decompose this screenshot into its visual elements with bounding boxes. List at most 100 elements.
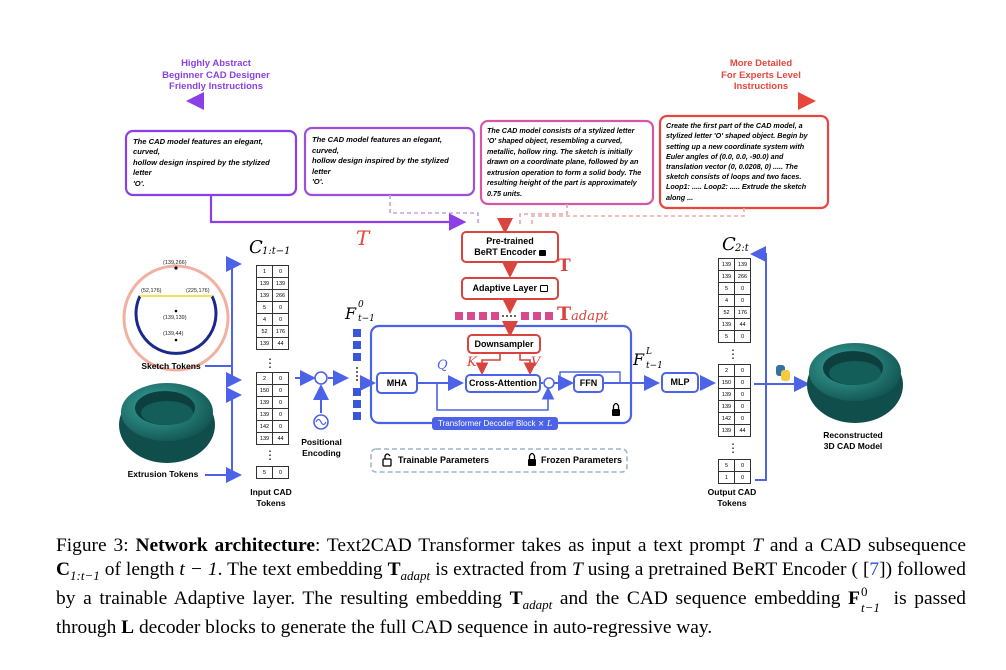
token-cell: 0	[734, 294, 751, 307]
token-cell: 150	[256, 384, 273, 397]
token-cell: 4	[256, 313, 273, 326]
top-right-line-1: More Detailed	[729, 58, 793, 69]
token-cell: 139	[256, 408, 273, 421]
prompt-2-line: The CAD model features an elegant, curve…	[312, 135, 442, 155]
token-cell: 2	[718, 364, 735, 377]
token-cell: 5	[256, 466, 273, 479]
input-tokens-line-2: Tokens	[256, 498, 286, 508]
output-sequence-subscript: 2:t	[735, 243, 749, 254]
adaptive-unlock-icon	[539, 285, 548, 292]
caption-citation-link[interactable]: 7	[869, 558, 880, 580]
token-cell: 139	[718, 424, 735, 437]
input-tokens-label: Input CAD Tokens	[241, 487, 301, 509]
token-cell: 266	[734, 270, 751, 283]
top-left-line-2: Beginner CAD Designer	[162, 69, 270, 81]
kv-arrows	[475, 354, 537, 376]
output-tokens-line-2: Tokens	[717, 498, 747, 508]
output-tokens-label: Output CAD Tokens	[703, 487, 761, 509]
caption-math-sub: adapt	[400, 567, 431, 583]
top-left-line-3: Friendly Instructions	[169, 81, 263, 92]
residual-add-node	[543, 377, 555, 389]
prompt-1-line: 'O'.	[133, 178, 145, 188]
positional-encoding-label: Positional Encoding	[294, 437, 349, 459]
prompt-3-line: drawn on a coordinate plane, followed by…	[487, 157, 639, 167]
output-vdots-1: ⋮	[727, 347, 739, 361]
token-cell: 139	[256, 396, 273, 409]
token-cell: 0	[734, 282, 751, 295]
mlp-label: MLP	[670, 377, 690, 387]
sketch-tokens-label: Sketch Tokens	[141, 361, 201, 371]
f0-subscript: t−1	[358, 314, 375, 324]
fl-subscript: t−1	[646, 361, 663, 371]
token-cell: 0	[272, 396, 289, 409]
token-cell: 139	[256, 432, 273, 445]
decoder-block-label: Transformer Decoder Block × L	[432, 417, 559, 430]
prompt-4-line: along ...	[666, 192, 694, 202]
prompt-3-line: extrusion operation to form a solid body…	[487, 167, 642, 177]
top-right-label: More Detailed For Experts Level Instruct…	[702, 58, 820, 93]
caption-math: L	[121, 617, 135, 639]
caption-text: decoder blocks to generate the full CAD …	[134, 617, 713, 639]
bert-output-symbol: T	[558, 256, 571, 276]
legend-trainable-lock-icon	[382, 453, 392, 467]
figure-caption: Figure 3: Network architecture: Text2CAD…	[56, 534, 966, 640]
bert-lock-icon	[538, 249, 546, 256]
value-symbol: V	[531, 355, 541, 370]
token-cell: 0	[734, 471, 751, 484]
ffn-box: FFN	[573, 374, 604, 393]
caption-text: and the CAD sequence embedding	[552, 587, 849, 609]
token-cell: 0	[734, 364, 751, 377]
caption-math-sub: t−1	[861, 599, 880, 615]
token-cell: 0	[734, 376, 751, 389]
token-cell: 52	[256, 325, 273, 338]
prompt-3-line: metallic, hollow ring. The sketch is ini…	[487, 146, 633, 156]
prompt-4-line: Euler angles of (0.0, 0.0, -90.0) and	[666, 151, 784, 161]
prompt-4-line: Loop1: ..... Loop2: ..... Extrude the sk…	[666, 182, 807, 192]
sketch-coord-center: (139,139)	[163, 315, 187, 321]
token-cell: 176	[734, 306, 751, 319]
token-cell: 0	[272, 408, 289, 421]
decoder-block-times: × L	[537, 419, 553, 428]
python-icon	[776, 365, 790, 381]
caption-math: T	[752, 535, 763, 556]
positional-add-node	[314, 371, 328, 385]
legend-frozen-lock-icon	[528, 452, 536, 466]
t-adapt-base: T	[557, 303, 572, 325]
caption-text: is extracted from	[430, 558, 572, 580]
prompt-4-line: Create the first part of the CAD model, …	[666, 121, 803, 131]
legend-frozen-label: Frozen Parameters	[541, 455, 623, 465]
caption-math: T	[509, 587, 523, 609]
cad-embedding-squares	[353, 329, 376, 420]
extrusion-ring-illustration	[119, 383, 215, 463]
token-cell: 139	[256, 337, 273, 350]
sketch-coord-bottom: (139,44)	[163, 331, 184, 337]
token-cell: 5	[718, 282, 735, 295]
token-cell: 0	[272, 466, 289, 479]
caption-text: is passed through	[56, 587, 966, 639]
positional-line-2: Encoding	[302, 448, 341, 458]
input-sequence-symbol: C	[249, 237, 263, 258]
input-vdots-2: ⋮	[264, 448, 276, 462]
token-cell: 142	[256, 420, 273, 433]
caption-math: T	[387, 558, 401, 580]
token-cell: 1	[256, 265, 273, 278]
token-cell: 139	[718, 318, 735, 331]
output-sequence-symbol: C	[722, 234, 736, 255]
output-vdots-2: ⋮	[727, 441, 739, 455]
